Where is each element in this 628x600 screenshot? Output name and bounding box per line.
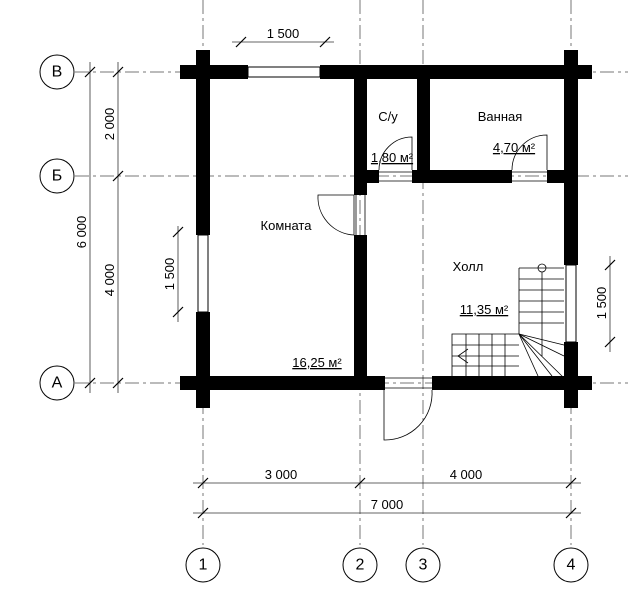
axis-marker-4: 4 (553, 547, 589, 583)
axis-marker-b: Б (39, 158, 75, 194)
staircase (451, 263, 565, 379)
door-vannaya[interactable] (511, 134, 548, 182)
room-name-holl: Холл (453, 259, 484, 274)
axis-marker-v: В (39, 54, 75, 90)
svg-text:Б: Б (52, 168, 63, 185)
dim-bottom-right: 4 000 (450, 467, 483, 482)
svg-text:2: 2 (356, 557, 365, 574)
svg-text:А: А (52, 375, 63, 392)
dim-top-window: 1 500 (267, 26, 300, 41)
door-su[interactable] (378, 136, 413, 182)
axis-marker-1: 1 (185, 547, 221, 583)
dim-lower: 4 000 (102, 264, 117, 297)
room-area-vannaya: 4,70 м² (493, 140, 536, 155)
window-left (197, 234, 209, 313)
room-area-holl: 11,35 м² (460, 302, 509, 317)
window-top (247, 66, 321, 78)
dim-right-window: 1 500 (594, 287, 609, 320)
room-name-vannaya: Ванная (478, 109, 523, 124)
room-name-su: С/у (378, 109, 398, 124)
dim-bottom-left: 3 000 (265, 467, 298, 482)
svg-text:В: В (52, 64, 63, 81)
room-area-su: 1,80 м² (371, 150, 414, 165)
svg-text:3: 3 (419, 557, 428, 574)
grid-axes (75, 0, 628, 545)
dim-left-window: 1 500 (162, 258, 177, 291)
axis-marker-3: 3 (405, 547, 441, 583)
door-komnata[interactable] (317, 194, 366, 236)
svg-text:4: 4 (567, 557, 576, 574)
axis-marker-a: А (39, 365, 75, 401)
dimension-lines (84, 36, 616, 519)
window-right (565, 264, 577, 343)
svg-text:1: 1 (199, 557, 208, 574)
walls (180, 50, 592, 408)
dim-upper: 2 000 (102, 108, 117, 141)
room-name-komnata: Комната (261, 218, 313, 233)
room-area-komnata: 16,25 м² (292, 355, 342, 370)
dim-total-height: 6 000 (74, 216, 89, 249)
axis-marker-2: 2 (342, 547, 378, 583)
dim-bottom-total: 7 000 (371, 497, 404, 512)
door-entrance[interactable] (383, 377, 433, 441)
